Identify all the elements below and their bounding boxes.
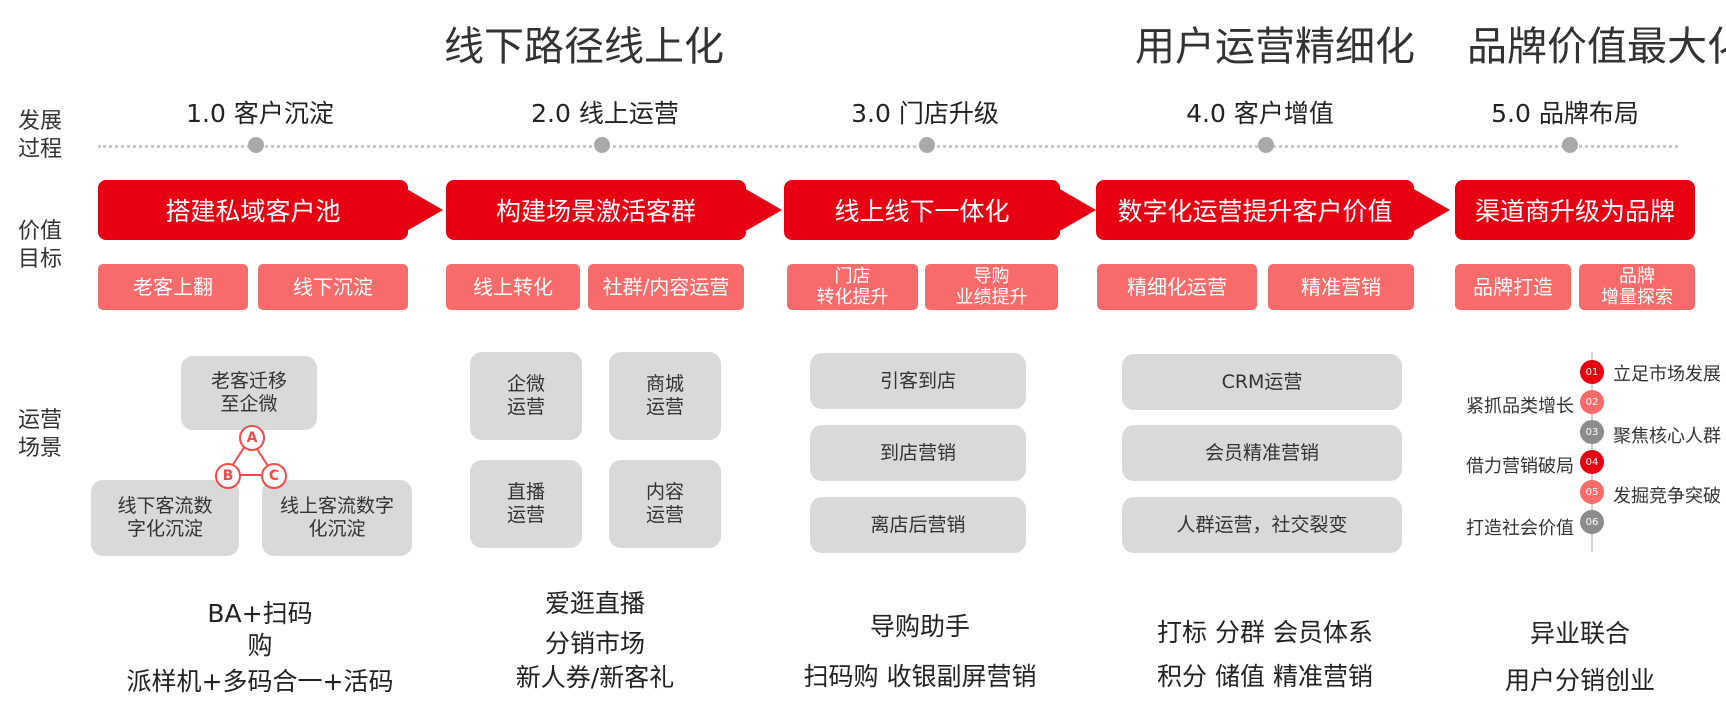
stage-title-3: 3.0 门店升级 [851, 99, 999, 128]
badge-label-03: 聚焦核心人群 [1613, 426, 1721, 447]
subgoal-1b: 线下沉淀 [258, 264, 408, 310]
subgoal-5a: 品牌打造 [1455, 264, 1571, 310]
scene-4-box-2: 会员精准营销 [1122, 425, 1402, 481]
timeline-dot-1 [248, 137, 264, 153]
badge-03: 03 [1580, 420, 1604, 444]
goal-box-3: 线上线下一体化 [784, 180, 1060, 240]
abc-letter-a: A [239, 425, 265, 451]
scene-1-right-box: 线上客流数字 化沉淀 [262, 480, 412, 556]
scene-3-box-2: 到店营销 [810, 425, 1026, 481]
scene-4-box-3: 人群运营，社交裂变 [1122, 497, 1402, 553]
scene-3-box-3: 离店后营销 [810, 497, 1026, 553]
scene-2-box-3: 直播 运营 [470, 460, 582, 548]
scene-1-top-box: 老客迁移 至企微 [181, 356, 317, 430]
subgoal-2b: 社群/内容运营 [588, 264, 744, 310]
subgoal-1a: 老客上翻 [98, 264, 248, 310]
badge-label-04: 借力营销破局 [1466, 456, 1574, 477]
phase-title-user-ops: 用户运营精细化 [1135, 24, 1415, 70]
phase-title-brand-value: 品牌价值最大化 [1467, 24, 1726, 70]
scene-2-box-4: 内容 运营 [609, 460, 721, 548]
tool-3-line-2: 扫码购 收银副屏营销 [803, 662, 1037, 691]
stage-title-5: 5.0 品牌布局 [1491, 99, 1639, 128]
tool-2-line-2: 分销市场 [544, 629, 645, 658]
scene-2-box-2: 商城 运营 [609, 352, 721, 440]
goal-box-5: 渠道商升级为品牌 [1455, 180, 1695, 240]
goal-box-1: 搭建私域客户池 [98, 180, 408, 240]
abc-letter-c: C [261, 463, 287, 489]
badge-05: 05 [1580, 480, 1604, 504]
side-label-scene: 运营 场景 [17, 408, 62, 461]
tool-5-line-2: 用户分销创业 [1504, 666, 1655, 695]
goal-box-4: 数字化运营提升客户价值 [1096, 180, 1414, 240]
badge-label-02: 紧抓品类增长 [1466, 396, 1574, 417]
goal-arrow-1 [405, 188, 443, 232]
timeline-dot-4 [1258, 137, 1274, 153]
tool-4-line-2: 积分 储值 精准营销 [1157, 662, 1373, 691]
stage-title-2: 2.0 线上运营 [531, 99, 679, 128]
timeline-dotted-line [98, 145, 1678, 148]
side-label-goal: 价值 目标 [17, 219, 62, 272]
tool-3-line-1: 导购助手 [869, 612, 970, 641]
tool-5-line-1: 异业联合 [1529, 619, 1630, 648]
tool-1-line-2: 购 [247, 631, 273, 660]
badge-04: 04 [1580, 450, 1604, 474]
badge-label-05: 发掘竞争突破 [1613, 486, 1721, 507]
tool-4-line-1: 打标 分群 会员体系 [1157, 618, 1373, 647]
subgoal-3a: 门店 转化提升 [787, 264, 918, 310]
timeline-dot-2 [594, 137, 610, 153]
tool-2-line-3: 新人券/新客礼 [515, 663, 675, 692]
tool-1-line-1: BA+扫码 [207, 599, 313, 628]
badge-label-01: 立足市场发展 [1613, 364, 1721, 385]
timeline-dot-5 [1562, 137, 1578, 153]
timeline-dot-3 [919, 137, 935, 153]
scene-3-box-1: 引客到店 [810, 353, 1026, 409]
tool-2-line-1: 爱逛直播 [544, 589, 645, 618]
tool-1-line-3: 派样机+多码合一+活码 [126, 667, 394, 696]
badge-01: 01 [1580, 360, 1604, 384]
badge-06: 06 [1580, 510, 1604, 534]
phase-title-offline-online: 线下路径线上化 [444, 24, 724, 70]
goal-arrow-4 [1412, 188, 1450, 232]
subgoal-2a: 线上转化 [446, 264, 580, 310]
subgoal-3b: 导购 业绩提升 [925, 264, 1058, 310]
abc-letter-b: B [215, 463, 241, 489]
side-label-development: 发展 过程 [17, 109, 62, 162]
goal-box-2: 构建场景激活客群 [446, 180, 746, 240]
scene-1-left-box: 线下客流数 字化沉淀 [91, 480, 239, 556]
scene-4-box-1: CRM运营 [1122, 354, 1402, 410]
badge-label-06: 打造社会价值 [1466, 518, 1574, 539]
stage-title-1: 1.0 客户沉淀 [186, 99, 334, 128]
badge-02: 02 [1580, 390, 1604, 414]
goal-arrow-2 [744, 188, 782, 232]
subgoal-5b: 品牌 增量探索 [1579, 264, 1695, 310]
subgoal-4a: 精细化运营 [1097, 264, 1257, 310]
subgoal-4b: 精准营销 [1268, 264, 1414, 310]
scene-2-box-1: 企微 运营 [470, 352, 582, 440]
stage-title-4: 4.0 客户增值 [1186, 99, 1334, 128]
goal-arrow-3 [1058, 188, 1096, 232]
